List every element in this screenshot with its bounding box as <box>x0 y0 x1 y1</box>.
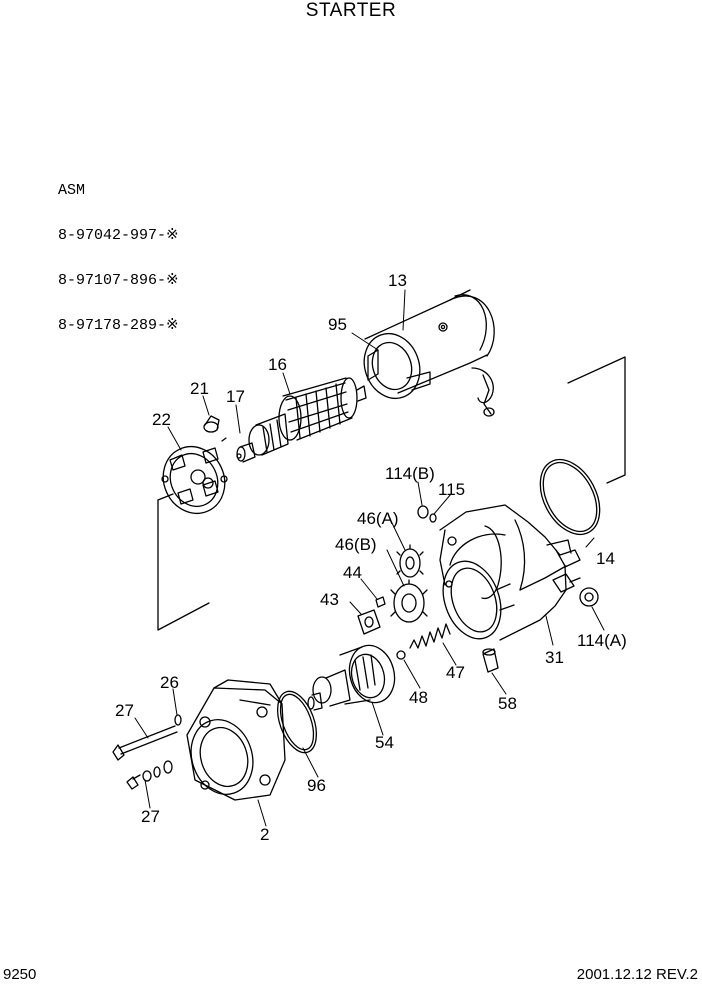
assembly-part-number: 8-97042-997-※ <box>58 227 179 244</box>
brush-parts <box>203 415 227 442</box>
assembly-label: ASM <box>58 182 86 199</box>
assembly-part-number: 8-97178-289-※ <box>58 317 179 334</box>
page-code: 9250 <box>3 966 37 983</box>
brush-holder <box>161 446 228 514</box>
assembly-part-number: 8-97107-896-※ <box>58 272 179 289</box>
callout-27-lower: 27 <box>141 807 160 826</box>
callout-114b: 114(B) <box>385 464 435 483</box>
callout-46a: 46(A) <box>357 509 399 528</box>
leader-lines <box>134 289 605 827</box>
through-bolts <box>112 714 182 790</box>
assembly-block: ASM 8-97042-997-※ 8-97107-896-※ 8-97178-… <box>58 153 179 348</box>
callout-95: 95 <box>328 315 347 334</box>
callout-22: 22 <box>152 410 171 429</box>
drive-end-housing <box>186 679 286 801</box>
callout-13: 13 <box>388 271 407 290</box>
callout-2: 2 <box>260 825 269 844</box>
overrunning-clutch <box>307 644 396 711</box>
revision-date: 2001.12.12 REV.2 <box>576 966 698 983</box>
armature <box>236 377 367 463</box>
callout-27-upper: 27 <box>115 701 134 720</box>
callout-26: 26 <box>160 673 179 692</box>
callout-96: 96 <box>307 776 326 795</box>
callout-46b: 46(B) <box>335 535 377 554</box>
callout-17: 17 <box>226 387 245 406</box>
callout-44: 44 <box>343 563 362 582</box>
callout-54: 54 <box>375 733 394 752</box>
callout-21: 21 <box>190 379 209 398</box>
terminal-stud <box>552 573 599 607</box>
callout-48: 48 <box>409 688 428 707</box>
callout-58: 58 <box>498 694 517 713</box>
callout-31: 31 <box>545 648 564 667</box>
callout-43: 43 <box>320 590 339 609</box>
callout-115: 115 <box>438 480 465 499</box>
switch-housing <box>439 504 581 641</box>
small-nut-washer <box>417 505 437 523</box>
page-title: STARTER <box>305 0 397 21</box>
callout-16: 16 <box>268 355 287 374</box>
callout-labels: 13 95 16 21 17 22 114(B) 115 14 46(A) 46… <box>115 271 627 844</box>
callout-14: 14 <box>596 549 615 568</box>
spring-and-ball <box>396 623 451 660</box>
callout-47: 47 <box>446 663 465 682</box>
pin-and-roller <box>357 596 386 635</box>
o-ring <box>539 458 601 536</box>
yoke-housing <box>363 289 495 417</box>
callout-114a: 114(A) <box>577 631 627 650</box>
plunger <box>482 648 499 673</box>
reference-lines <box>157 356 626 631</box>
pinion-gears <box>390 544 428 623</box>
